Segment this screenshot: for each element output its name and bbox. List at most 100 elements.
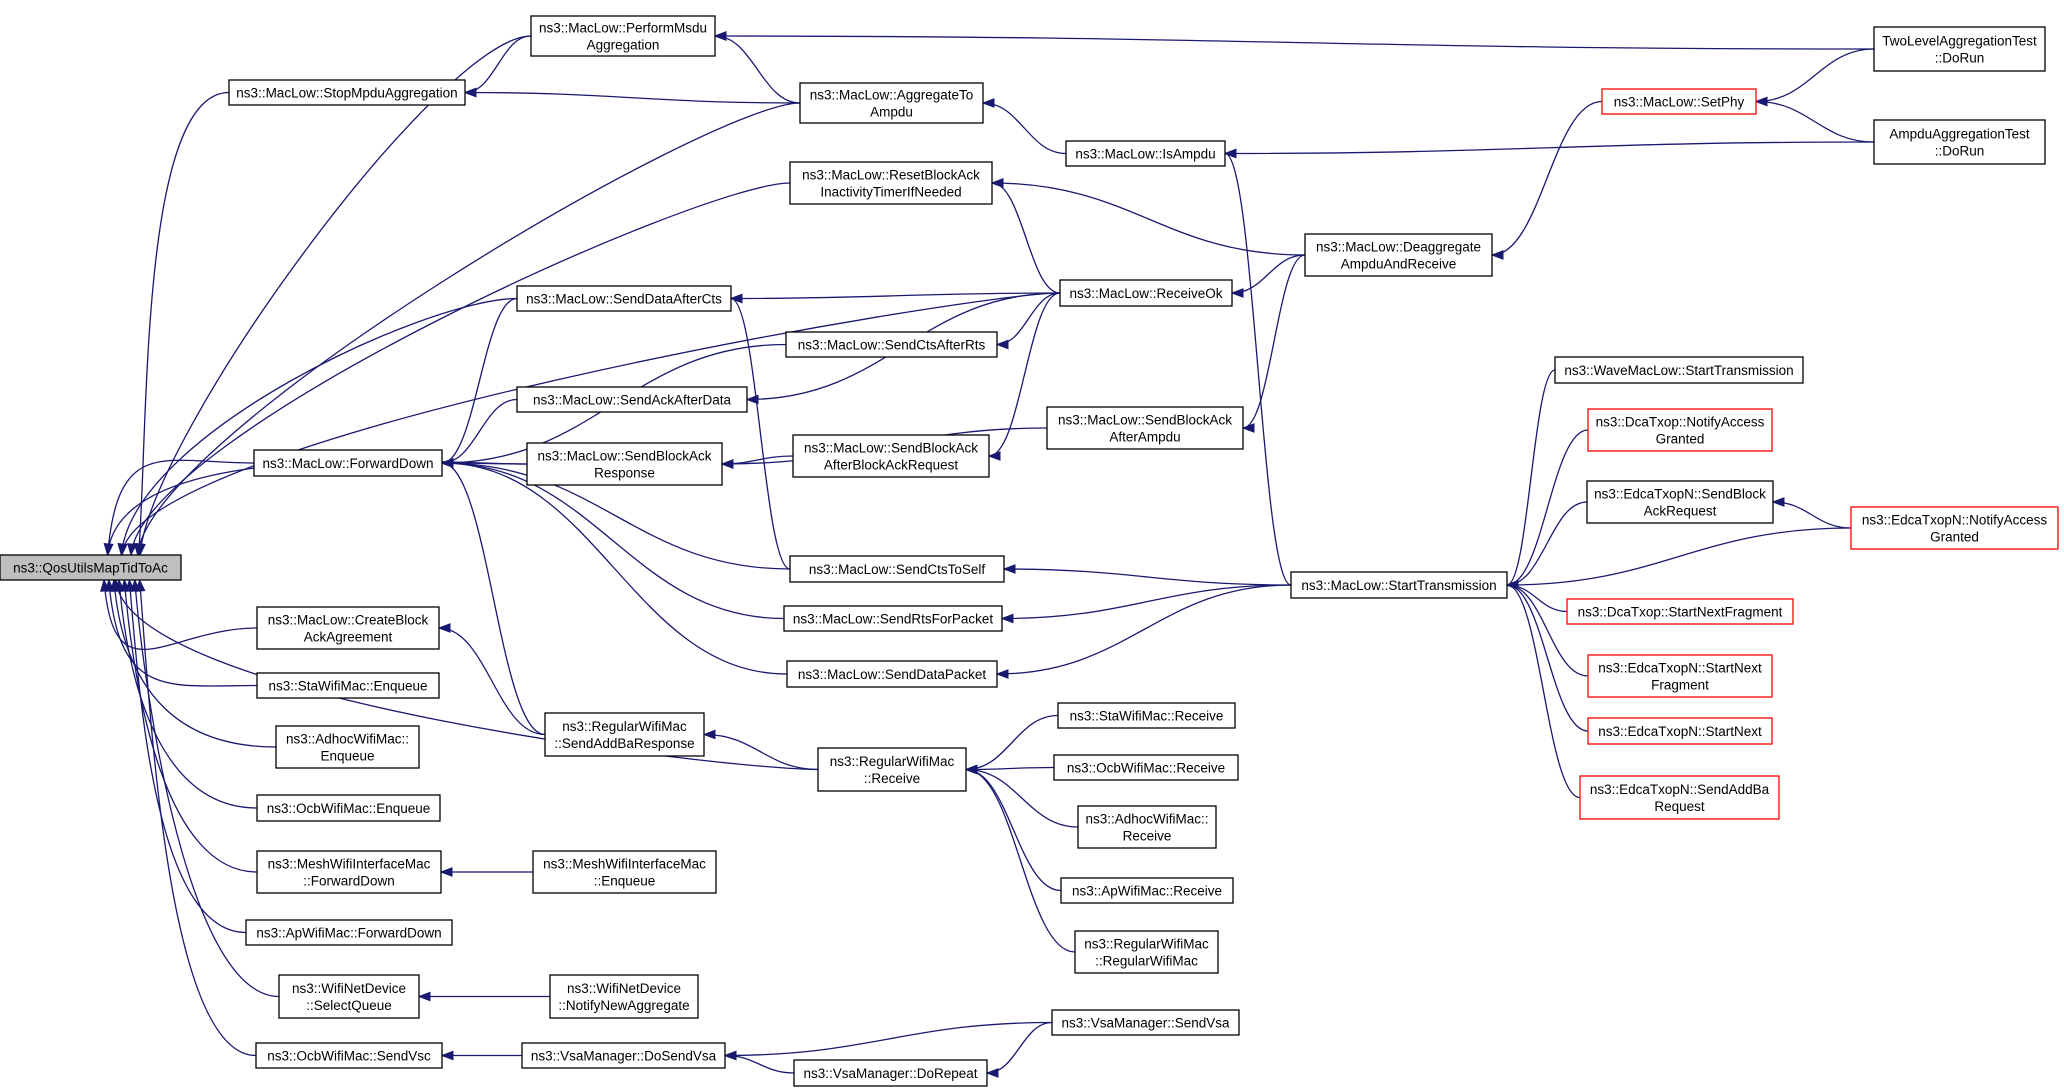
edge	[995, 292, 1061, 350]
node-ap-forward-down[interactable]: ns3::ApWifiMac::ForwardDown	[245, 919, 453, 946]
edge-arrowhead	[713, 31, 727, 41]
node-sta-receive[interactable]: ns3::StaWifiMac::Receive	[1057, 702, 1236, 729]
node-reg-ctor[interactable]: ns3::RegularWifiMac::RegularWifiMac	[1074, 930, 1219, 974]
edge-line	[130, 182, 791, 556]
node-ocb-enqueue[interactable]: ns3::OcbWifiMac::Enqueue	[256, 794, 441, 822]
edge	[990, 178, 1061, 294]
node-mesh-forward-down[interactable]: ns3::MeshWifiInterfaceMac::ForwardDown	[256, 850, 442, 894]
node-box	[245, 919, 453, 946]
edge-arrowhead	[981, 98, 995, 108]
edge	[1505, 580, 1581, 799]
edge-line	[1506, 527, 1852, 586]
edge-line	[1231, 254, 1306, 294]
edge-line	[965, 768, 1062, 892]
node-send-data-packet[interactable]: ns3::MacLow::SendDataPacket	[786, 660, 998, 688]
node-reset-block-ack[interactable]: ns3::MacLow::ResetBlockAckInactivityTime…	[789, 161, 993, 205]
node-reg-send-add-ba-resp[interactable]: ns3::RegularWifiMac::SendAddBaResponse	[544, 712, 705, 757]
node-root[interactable]: ns3::QosUtilsMapTidToAc	[0, 554, 182, 581]
node-box	[1873, 26, 2046, 72]
node-box	[1060, 877, 1234, 904]
node-label: ns3::EdcaTxopN::StartNext	[1598, 661, 1762, 676]
edge	[1505, 527, 1852, 590]
node-set-phy[interactable]: ns3::MacLow::SetPhy	[1601, 88, 1757, 115]
node-edca-start-next-frag[interactable]: ns3::EdcaTxopN::StartNextFragment	[1587, 654, 1773, 698]
node-send-cts-to-self[interactable]: ns3::MacLow::SendCtsToSelf	[789, 555, 1005, 583]
node-label: Receive	[1123, 829, 1172, 844]
node-label: ns3::EdcaTxopN::SendAddBa	[1590, 782, 1770, 797]
node-edca-start-next[interactable]: ns3::EdcaTxopN::StartNext	[1587, 717, 1773, 745]
node-stop-mpdu[interactable]: ns3::MacLow::StopMpduAggregation	[228, 79, 466, 106]
edge	[463, 87, 801, 104]
node-send-rts-for-packet[interactable]: ns3::MacLow::SendRtsForPacket	[783, 605, 1003, 632]
edge-line	[441, 462, 785, 620]
node-send-data-after-cts[interactable]: ns3::MacLow::SendDataAfterCts	[516, 285, 732, 312]
node-label: ns3::MacLow::SendCtsToSelf	[809, 562, 986, 577]
edge	[440, 297, 518, 468]
node-two-level[interactable]: TwoLevelAggregationTest::DoRun	[1873, 26, 2046, 72]
edge	[463, 35, 532, 98]
node-is-ampdu[interactable]: ns3::MacLow::IsAmpdu	[1065, 140, 1226, 167]
edge-arrowhead	[1223, 148, 1237, 159]
node-ampdu-agg-test[interactable]: AmpduAggregationTest::DoRun	[1873, 119, 2046, 165]
node-ap-receive[interactable]: ns3::ApWifiMac::Receive	[1060, 877, 1234, 904]
edge	[117, 297, 518, 557]
node-vsa-do-send-vsa[interactable]: ns3::VsaManager::DoSendVsa	[521, 1042, 726, 1069]
node-receive-ok[interactable]: ns3::MacLow::ReceiveOk	[1059, 279, 1233, 307]
node-adhoc-enqueue[interactable]: ns3::AdhocWifiMac::Enqueue	[275, 725, 420, 769]
node-adhoc-receive[interactable]: ns3::AdhocWifiMac::Receive	[1077, 805, 1217, 849]
edge-line	[1003, 568, 1292, 586]
node-label: ns3::OcbWifiMac::SendVsc	[267, 1049, 431, 1064]
edge-line	[441, 297, 518, 464]
edge-line	[1506, 501, 1588, 586]
node-ocb-send-vsc[interactable]: ns3::OcbWifiMac::SendVsc	[255, 1042, 443, 1069]
node-box	[1051, 1009, 1240, 1036]
node-dca-start-next-frag[interactable]: ns3::DcaTxop::StartNextFragment	[1566, 598, 1794, 625]
node-label: ns3::OcbWifiMac::Receive	[1067, 761, 1225, 776]
edge-arrowhead	[111, 578, 122, 592]
node-vsa-do-repeat[interactable]: ns3::VsaManager::DoRepeat	[793, 1059, 988, 1087]
node-send-cts-after-rts[interactable]: ns3::MacLow::SendCtsAfterRts	[785, 331, 998, 358]
node-wifi-notify-new-agg[interactable]: ns3::WifiNetDevice::NotifyNewAggregate	[549, 974, 699, 1019]
edge	[133, 102, 801, 557]
edge-line	[123, 579, 258, 873]
node-reg-receive[interactable]: ns3::RegularWifiMac::Receive	[817, 747, 967, 792]
edge	[111, 578, 819, 771]
node-send-ack-after-data[interactable]: ns3::MacLow::SendAckAfterData	[516, 386, 748, 413]
node-box	[1850, 506, 2059, 550]
edge-line	[714, 35, 1875, 50]
edge	[964, 714, 1059, 775]
edge	[109, 578, 277, 748]
node-label: ns3::MacLow::ReceiveOk	[1069, 286, 1222, 301]
edge-line	[464, 91, 801, 104]
node-forward-down[interactable]: ns3::MacLow::ForwardDown	[253, 449, 443, 477]
node-send-block-ack-after-req[interactable]: ns3::MacLow::SendBlockAckAfterBlockAckRe…	[792, 434, 990, 478]
edge-line	[991, 182, 1061, 294]
edge-arrowhead	[1241, 423, 1255, 433]
node-sta-enqueue[interactable]: ns3::StaWifiMac::Enqueue	[256, 672, 440, 699]
node-wifi-select-queue[interactable]: ns3::WifiNetDevice::SelectQueue	[278, 974, 420, 1019]
node-start-transmission[interactable]: ns3::MacLow::StartTransmission	[1290, 571, 1508, 599]
node-wave-mac-low[interactable]: ns3::WaveMacLow::StartTransmission	[1554, 356, 1804, 384]
node-label: Request	[1654, 799, 1705, 814]
node-label: ns3::AdhocWifiMac::	[1085, 812, 1208, 827]
node-vsa-send-vsa[interactable]: ns3::VsaManager::SendVsa	[1051, 1009, 1240, 1036]
node-mesh-enqueue[interactable]: ns3::MeshWifiInterfaceMac::Enqueue	[532, 850, 717, 894]
edge-line	[965, 714, 1059, 771]
node-label: ::NotifyNewAggregate	[558, 998, 689, 1013]
node-ocb-receive[interactable]: ns3::OcbWifiMac::Receive	[1053, 754, 1239, 781]
edge-arrowhead	[417, 991, 431, 1002]
node-label: ns3::MacLow::ForwardDown	[262, 456, 433, 471]
edge-line	[996, 584, 1292, 675]
edge-line	[982, 102, 1067, 155]
